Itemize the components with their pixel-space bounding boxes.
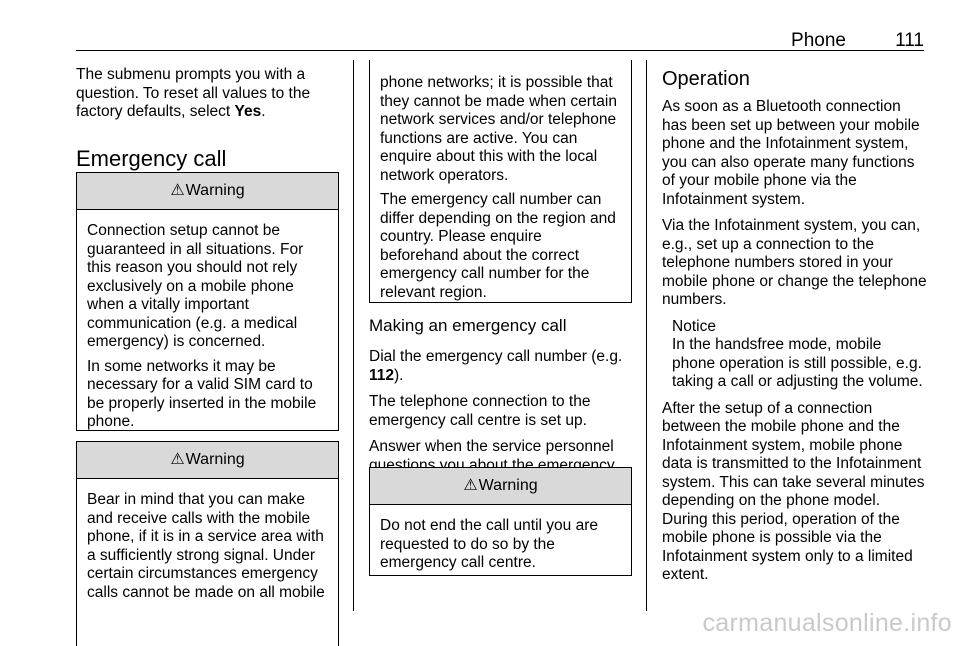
notice-title: Notice — [672, 317, 716, 335]
warning-box-1-header: ⚠ Warning — [77, 173, 338, 210]
intro-paragraph: The submenu prompts you with a question.… — [76, 66, 311, 120]
yes-option: Yes — [234, 103, 262, 120]
emergency-number: 112 — [369, 366, 395, 384]
warning-triangle-icon: ⚠ — [170, 450, 185, 468]
warning-box-3-header: ⚠ Warning — [370, 468, 631, 505]
header-divider — [76, 50, 924, 51]
warning-box-3-text-1: Do not end the call until you are reques… — [380, 517, 598, 571]
watermark: carmanualsonline.info — [702, 609, 952, 637]
warning-box-2-text-3: The emergency call number can differ dep… — [380, 191, 616, 301]
column-3: Operation As soon as a Bluetooth connect… — [662, 66, 927, 593]
operation-paragraph-1: As soon as a Bluetooth connection has be… — [662, 98, 920, 208]
warning-box-1: ⚠ Warning Connection setup cannot be gua… — [76, 172, 339, 431]
warning-box-1-title: Warning — [185, 181, 245, 199]
column-1: The submenu prompts you with a question.… — [76, 66, 338, 172]
subheading-making-call: Making an emergency call — [369, 316, 567, 335]
page-number: 111 — [895, 30, 924, 51]
column-divider-2 — [646, 60, 647, 611]
notice-block: Notice In the handsfree mode, mobile pho… — [672, 318, 927, 392]
warning-box-3: ⚠ Warning Do not end the call until you … — [369, 467, 632, 576]
operation-paragraph-2: Via the Infotainment system, you can, e.… — [662, 217, 927, 308]
warning-box-2-text-2: phone networks; it is possible that they… — [380, 74, 617, 184]
operation-paragraph-3: After the setup of a connection between … — [662, 399, 925, 584]
warning-box-3-title: Warning — [478, 476, 538, 494]
warning-triangle-icon: ⚠ — [463, 476, 478, 494]
page-header: Phone 111 — [76, 30, 924, 51]
warning-box-2: ⚠ Warning Bear in mind that you can make… — [76, 441, 339, 646]
operation-heading: Operation — [662, 68, 750, 90]
column-divider-1 — [353, 60, 354, 611]
warning-box-2-continued: phone networks; it is possible that they… — [369, 60, 632, 303]
connection-paragraph: The telephone connection to the emergenc… — [369, 393, 591, 429]
warning-box-1-text-2: In some networks it may be necessary for… — [87, 357, 317, 431]
warning-triangle-icon: ⚠ — [170, 181, 185, 199]
warning-box-2-text-1: Bear in mind that you can make and recei… — [87, 491, 325, 601]
notice-text: In the handsfree mode, mobile phone oper… — [672, 336, 923, 390]
column-2: Making an emergency call Dial the emerge… — [369, 306, 634, 483]
dial-paragraph: Dial the emergency call number (e.g. 112… — [369, 348, 623, 384]
warning-box-2-title: Warning — [185, 450, 245, 468]
warning-box-1-text-1: Connection setup cannot be guaranteed in… — [87, 222, 304, 350]
warning-box-2-header: ⚠ Warning — [77, 442, 338, 479]
page-title: Phone — [791, 30, 846, 51]
section-title: Emergency call — [76, 145, 227, 171]
